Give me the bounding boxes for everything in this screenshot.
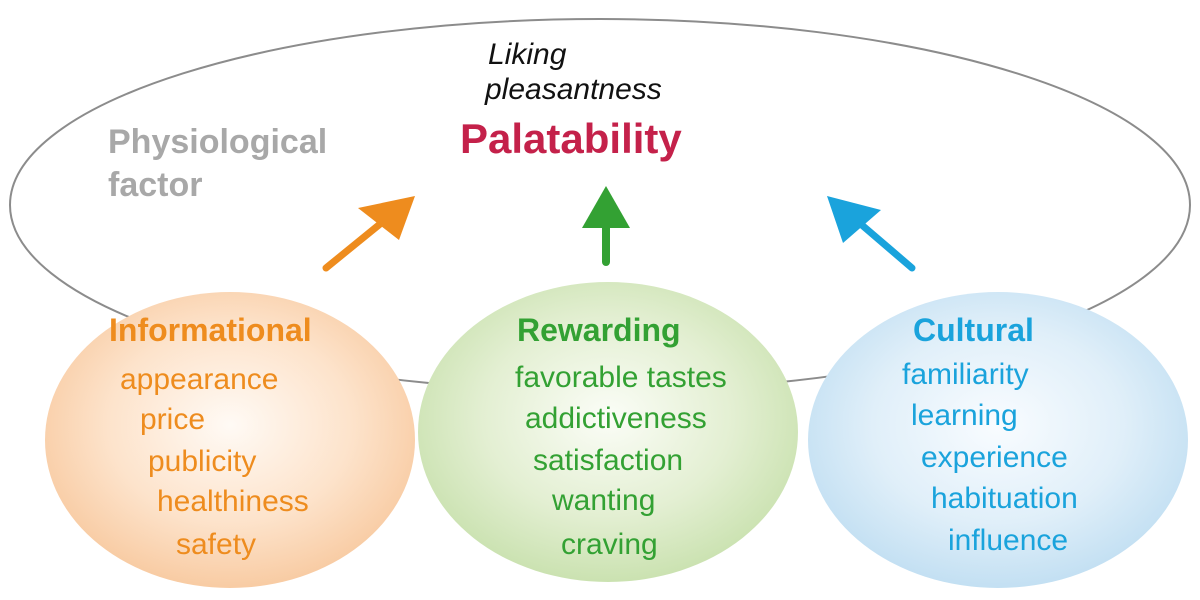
rewarding-circle	[418, 282, 798, 582]
informational-item: safety	[176, 528, 257, 561]
informational-item: healthiness	[157, 485, 309, 518]
arrow-up-left-icon	[827, 196, 916, 272]
rewarding-item: favorable tastes	[515, 361, 727, 394]
cultural-item: habituation	[931, 482, 1078, 515]
pleasantness-label: pleasantness	[485, 73, 662, 106]
rewarding-item: wanting	[552, 484, 656, 517]
liking-label: Liking	[488, 38, 567, 71]
arrow-up-right-icon	[322, 196, 415, 272]
rewarding-title: Rewarding	[517, 312, 681, 348]
informational-item: price	[140, 403, 206, 436]
informational-item: publicity	[148, 445, 257, 478]
cultural-item: learning	[911, 399, 1018, 432]
palatability-title: Palatability	[460, 115, 682, 162]
cultural-item: influence	[948, 524, 1069, 557]
rewarding-item: craving	[561, 528, 658, 561]
cultural-item: experience	[921, 441, 1068, 474]
factor-label: factor	[108, 166, 203, 204]
informational-title: Informational	[109, 312, 312, 348]
cultural-title: Cultural	[913, 312, 1034, 348]
informational-item: appearance	[120, 363, 279, 396]
cultural-circle	[808, 292, 1188, 588]
physiological-label: Physiological	[108, 123, 328, 161]
informational-circle	[45, 292, 415, 588]
arrow-up-icon	[582, 186, 630, 266]
cultural-item: familiarity	[902, 358, 1029, 391]
rewarding-item: addictiveness	[525, 402, 707, 435]
rewarding-item: satisfaction	[533, 444, 684, 477]
